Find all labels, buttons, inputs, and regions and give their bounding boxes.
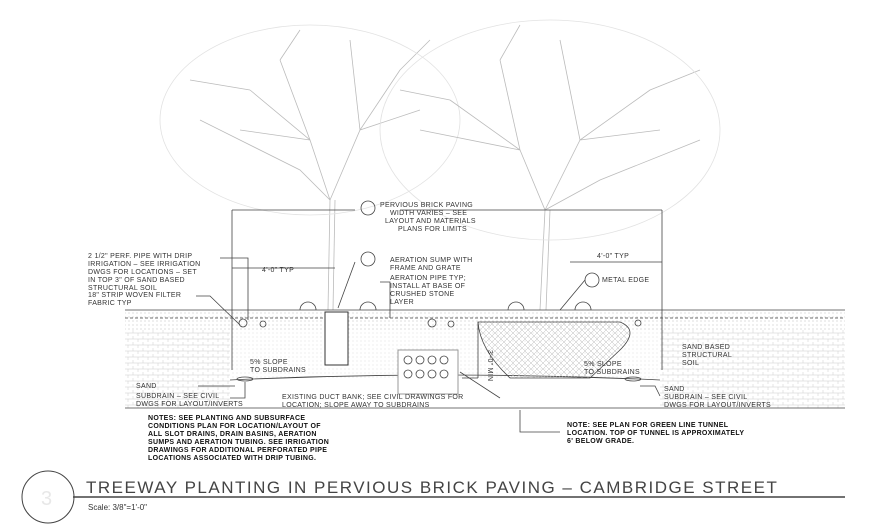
svg-text:NOTE: SEE PLAN FOR GREEN LINE: NOTE: SEE PLAN FOR GREEN LINE TUNNEL [567, 422, 729, 429]
svg-text:CONDITIONS PLAN FOR LOCATION/L: CONDITIONS PLAN FOR LOCATION/LAYOUT OF [148, 423, 321, 430]
label-slope-right: 5% SLOPE TO SUBDRAINS [584, 361, 640, 376]
svg-text:DRAWINGS FOR ADDITIONAL PERFOR: DRAWINGS FOR ADDITIONAL PERFORATED PIPE [148, 447, 327, 454]
svg-text:DWGS FOR LAYOUT/INVERTS: DWGS FOR LAYOUT/INVERTS [136, 401, 243, 408]
root-ball [477, 321, 631, 379]
label-sand-based-soil: SAND BASED STRUCTURAL SOIL [682, 344, 732, 367]
svg-text:LAYER: LAYER [390, 299, 414, 306]
label-filter-fabric: 18" STRIP WOVEN FILTER FABRIC TYP [88, 292, 181, 307]
label-duct-bank: EXISTING DUCT BANK; SEE CIVIL DRAWINGS F… [282, 394, 464, 409]
svg-text:FABRIC TYP: FABRIC TYP [88, 300, 132, 307]
svg-text:STRUCTURAL: STRUCTURAL [682, 352, 732, 359]
svg-text:AERATION PIPE TYP;: AERATION PIPE TYP; [390, 275, 466, 282]
label-pervious-paving: PERVIOUS BRICK PAVING WIDTH VARIES – SEE… [380, 202, 476, 233]
svg-text:TO SUBDRAINS: TO SUBDRAINS [584, 369, 640, 376]
label-depth-min: 3'-0" MIN [486, 350, 493, 381]
duct-bank [397, 349, 459, 395]
general-notes: NOTES: SEE PLANTING AND SUBSURFACE CONDI… [148, 415, 329, 462]
svg-text:SUBDRAIN – SEE CIVIL: SUBDRAIN – SEE CIVIL [664, 394, 747, 401]
svg-text:DWGS FOR LOCATIONS – SET: DWGS FOR LOCATIONS – SET [88, 269, 197, 276]
right-tree [379, 19, 721, 311]
svg-text:6' BELOW GRADE.: 6' BELOW GRADE. [567, 438, 634, 445]
svg-text:INSTALL AT BASE OF: INSTALL AT BASE OF [390, 283, 465, 290]
left-tree [159, 24, 461, 311]
svg-text:IRRIGATION – SEE IRRIGATION: IRRIGATION – SEE IRRIGATION [88, 261, 200, 268]
aeration-sump [324, 311, 349, 366]
svg-text:LOCATIONS ASSOCIATED WITH DRIP: LOCATIONS ASSOCIATED WITH DRIP TUBING. [148, 455, 316, 462]
svg-text:AERATION SUMP WITH: AERATION SUMP WITH [390, 257, 473, 264]
label-subdrain-left: SUBDRAIN – SEE CIVIL DWGS FOR LAYOUT/INV… [136, 393, 243, 408]
svg-text:EXISTING DUCT BANK; SEE CIVIL: EXISTING DUCT BANK; SEE CIVIL DRAWINGS F… [282, 394, 464, 401]
svg-text:PLANS FOR LIMITS: PLANS FOR LIMITS [398, 226, 467, 233]
svg-text:TO SUBDRAINS: TO SUBDRAINS [250, 367, 306, 374]
svg-text:SAND BASED: SAND BASED [682, 344, 730, 351]
svg-text:5% SLOPE: 5% SLOPE [584, 361, 622, 368]
tunnel-note: NOTE: SEE PLAN FOR GREEN LINE TUNNEL LOC… [567, 422, 744, 445]
svg-text:LOCATION; SLOPE AWAY TO SUBDRA: LOCATION; SLOPE AWAY TO SUBDRAINS [282, 402, 430, 409]
callout-symbols [360, 200, 600, 288]
svg-text:LOCATION. TOP OF TUNNEL IS APP: LOCATION. TOP OF TUNNEL IS APPROXIMATELY [567, 430, 744, 437]
label-sand-right: SAND [664, 386, 685, 393]
svg-text:NOTES: SEE PLANTING AND SUBSUR: NOTES: SEE PLANTING AND SUBSURFACE [148, 415, 305, 422]
svg-text:SUBDRAIN – SEE CIVIL: SUBDRAIN – SEE CIVIL [136, 393, 219, 400]
drawing-title: TREEWAY PLANTING IN PERVIOUS BRICK PAVIN… [86, 478, 778, 497]
paving-layer [125, 310, 845, 330]
label-subdrain-right: SUBDRAIN – SEE CIVIL DWGS FOR LAYOUT/INV… [664, 394, 771, 409]
perforated-pipes [236, 301, 642, 382]
label-sand-left: SAND [136, 383, 157, 390]
svg-text:LAYOUT AND MATERIALS: LAYOUT AND MATERIALS [385, 218, 476, 225]
svg-text:CRUSHED STONE: CRUSHED STONE [390, 291, 454, 298]
svg-text:IN TOP 3" OF SAND BASED: IN TOP 3" OF SAND BASED [88, 277, 185, 284]
svg-text:STRUCTURAL SOIL: STRUCTURAL SOIL [88, 285, 157, 292]
dimension-lines [196, 209, 663, 433]
svg-text:SOIL: SOIL [682, 360, 699, 367]
detail-number: 3 [41, 488, 52, 510]
svg-text:DWGS FOR LAYOUT/INVERTS: DWGS FOR LAYOUT/INVERTS [664, 402, 771, 409]
svg-text:5% SLOPE: 5% SLOPE [250, 359, 288, 366]
svg-text:2 1/2" PERF. PIPE WITH DRIP: 2 1/2" PERF. PIPE WITH DRIP [88, 253, 192, 260]
drawing-scale: Scale: 3/8"=1'-0" [88, 503, 147, 512]
dimension-right: 4'-0" TYP [597, 253, 629, 260]
label-metal-edge: METAL EDGE [602, 277, 649, 284]
label-perf-pipe: 2 1/2" PERF. PIPE WITH DRIP IRRIGATION –… [88, 253, 200, 292]
structural-soil-right [660, 330, 845, 408]
title-block: 3 TREEWAY PLANTING IN PERVIOUS BRICK PAV… [21, 470, 845, 524]
svg-text:FRAME AND GRATE: FRAME AND GRATE [390, 265, 461, 272]
label-slope-left: 5% SLOPE TO SUBDRAINS [250, 359, 306, 374]
svg-text:ALL SLOT DRAINS, DRAIN BASINS,: ALL SLOT DRAINS, DRAIN BASINS, AERATION [148, 431, 317, 438]
dimension-left: 4'-0" TYP [262, 267, 294, 274]
svg-text:18" STRIP WOVEN FILTER: 18" STRIP WOVEN FILTER [88, 292, 181, 299]
structural-soil-left [125, 330, 230, 408]
svg-text:PERVIOUS BRICK PAVING: PERVIOUS BRICK PAVING [380, 202, 473, 209]
label-aeration-pipe: AERATION PIPE TYP; INSTALL AT BASE OF CR… [390, 275, 466, 306]
label-aeration-sump: AERATION SUMP WITH FRAME AND GRATE [390, 257, 473, 272]
svg-text:SUMPS AND AERATION TUBING. SEE: SUMPS AND AERATION TUBING. SEE IRRIGATIO… [148, 439, 329, 446]
svg-text:WIDTH VARIES – SEE: WIDTH VARIES – SEE [390, 210, 467, 217]
